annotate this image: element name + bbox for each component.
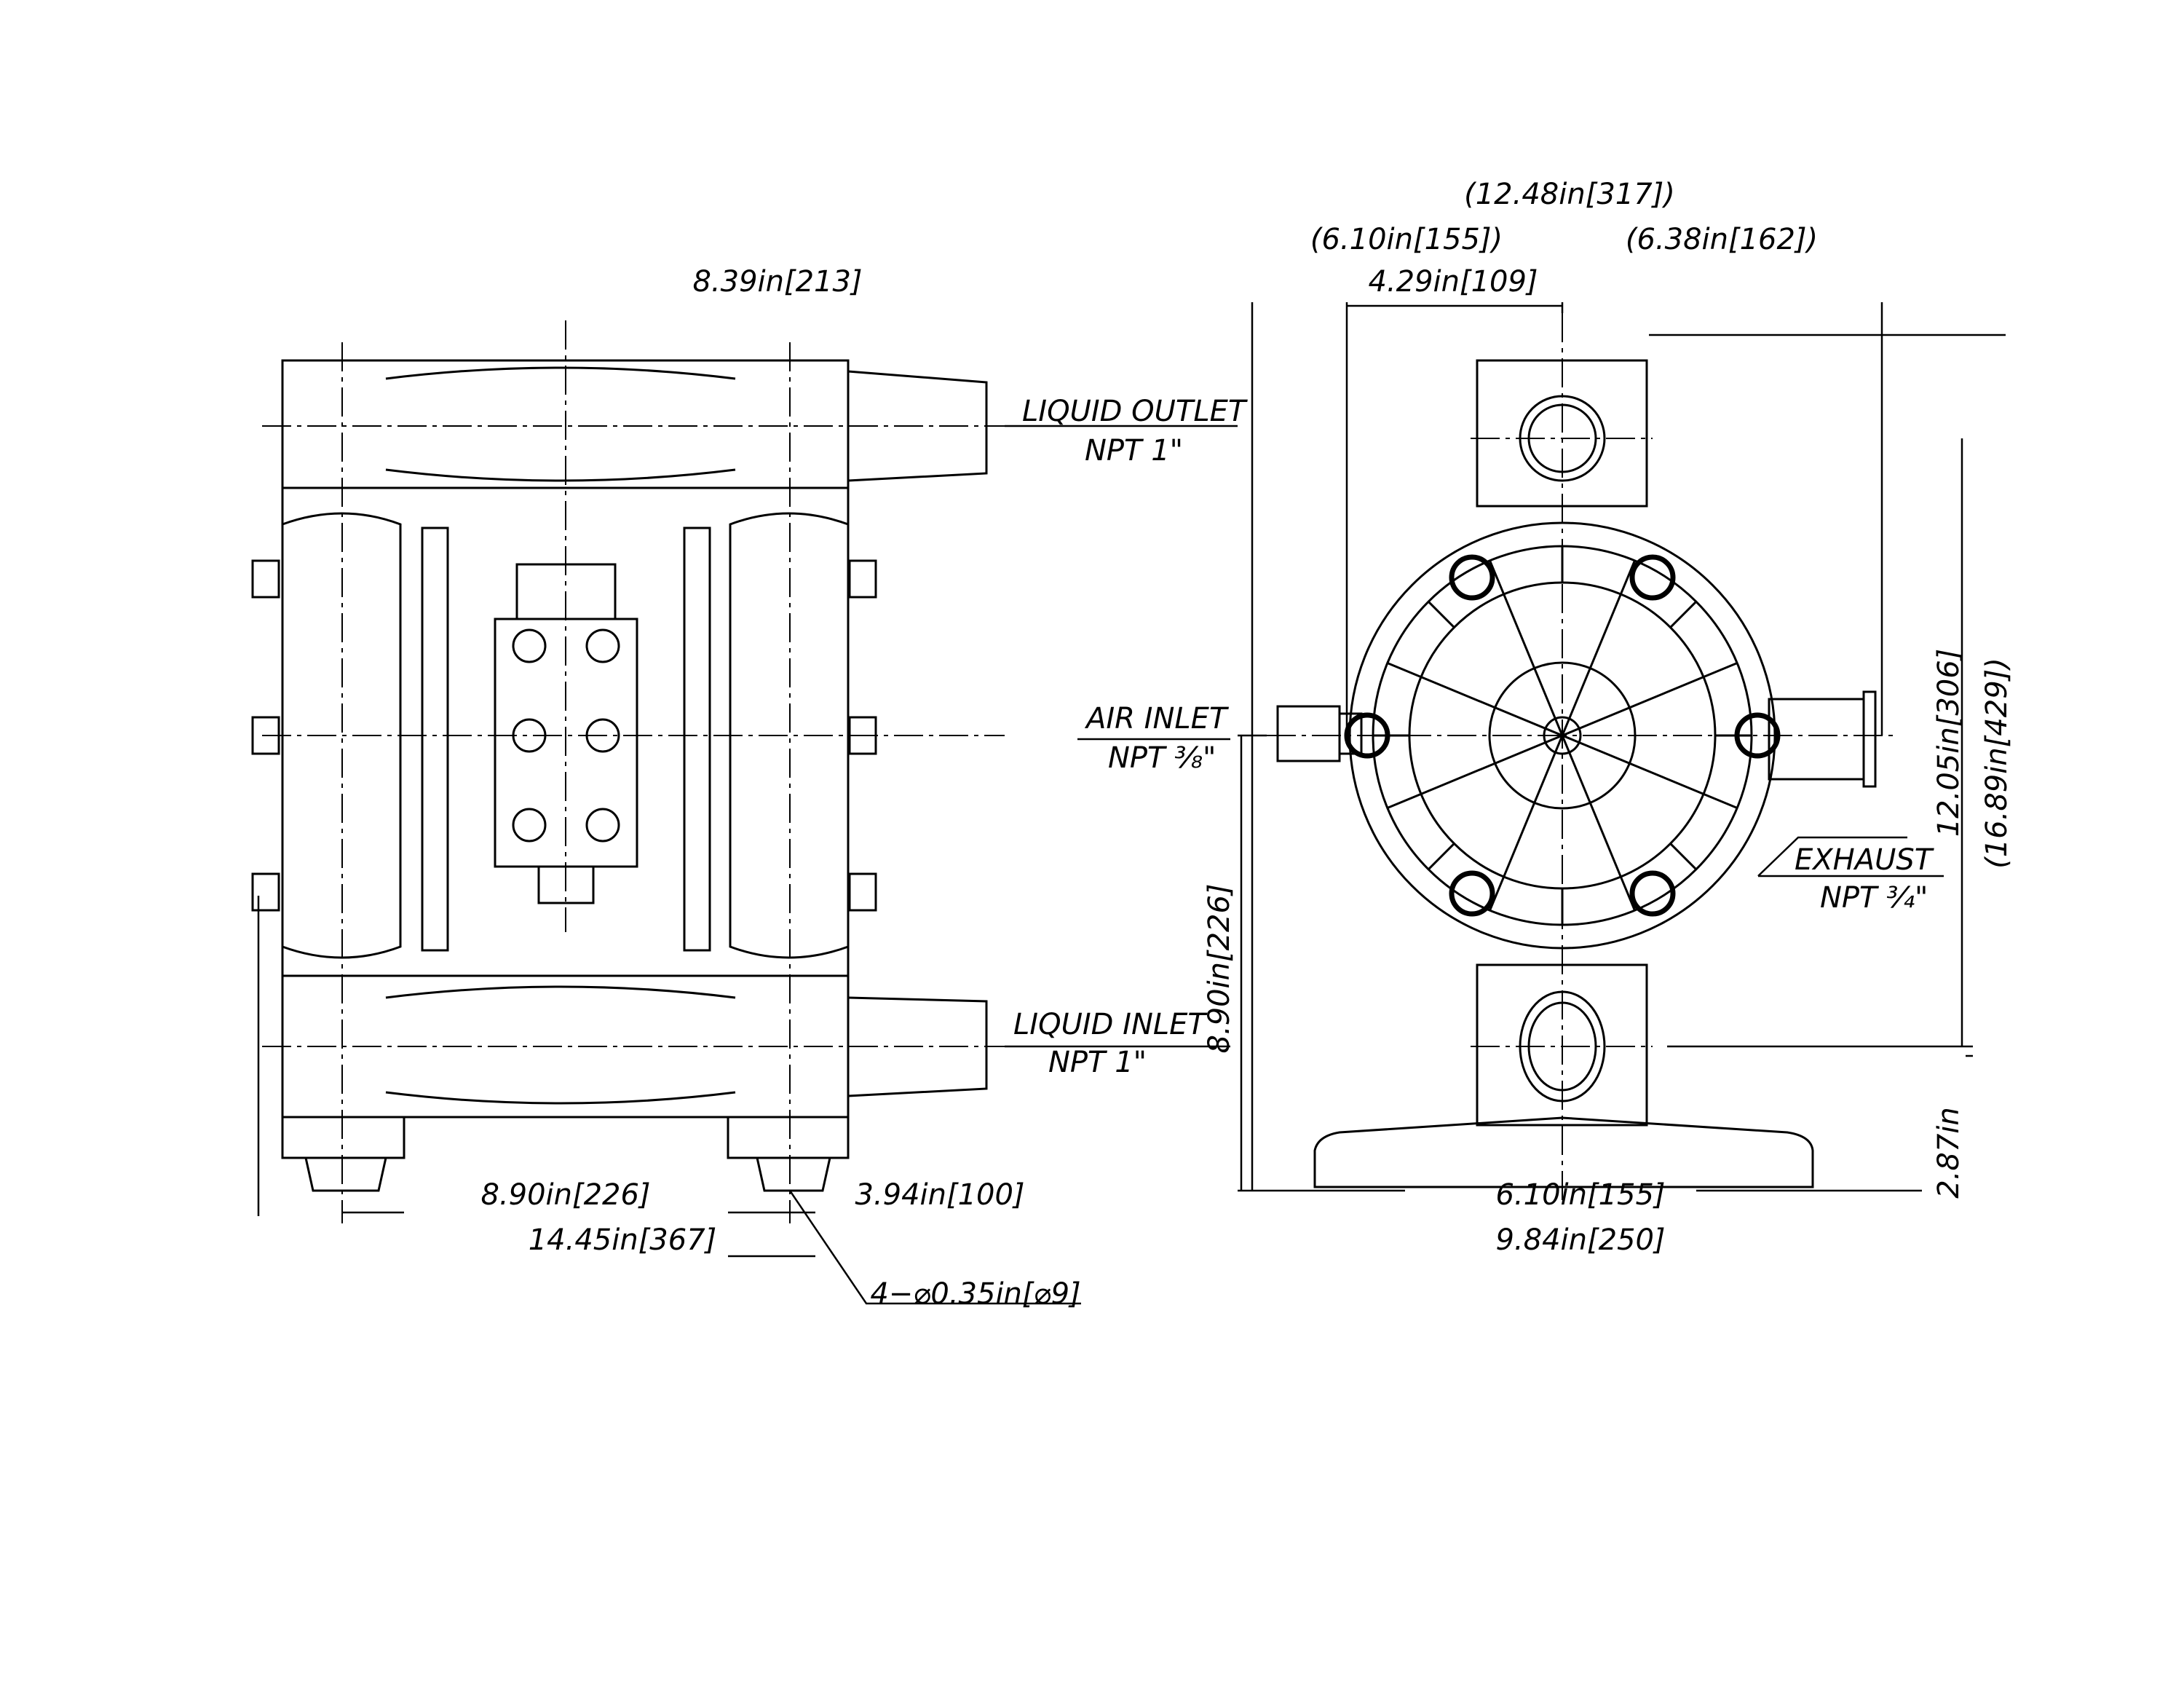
dim-foot-width: 3.94in[100] <box>855 1178 1024 1212</box>
dim-side-width: 8.39in[213] <box>692 265 862 299</box>
label-air-inlet: AIR INLET <box>1084 702 1230 735</box>
dim-right-width: (6.38in[162]) <box>1626 223 1818 256</box>
housing-rib <box>1387 792 1422 809</box>
valve-bolt <box>512 628 547 663</box>
valve-bolt <box>512 808 547 843</box>
label-air-inlet-size: NPT ⅜" <box>1108 741 1216 775</box>
chamber-bolt <box>848 559 877 599</box>
label-liquid-outlet: LIQUID OUTLET <box>1022 395 1249 428</box>
label-exhaust-size: NPT ¾" <box>1820 881 1928 915</box>
valve-bolt <box>585 628 620 663</box>
dim-mount-holes: 4−⌀0.35in[⌀9] <box>870 1277 1080 1311</box>
dim-foot-span: 8.90in[226] <box>480 1178 650 1212</box>
clamp-bolt <box>1629 554 1676 601</box>
label-exhaust: EXHAUST <box>1795 843 1935 877</box>
housing-rib <box>1619 876 1636 911</box>
dim-foot-spacing: 6.10in[155] <box>1495 1178 1665 1212</box>
clamp-bolt <box>1449 554 1495 601</box>
label-liquid-inlet-size: NPT 1" <box>1048 1046 1147 1079</box>
clamp-bolt <box>1449 870 1495 917</box>
outlet-port <box>847 370 988 482</box>
clamp-bolt <box>1629 870 1676 917</box>
housing-rib <box>1428 601 1455 628</box>
housing-rib <box>1669 601 1697 628</box>
dim-overall-height: (16.89in[429]) <box>1980 658 2014 869</box>
housing-rib <box>1703 662 1738 679</box>
dim-left-width: (6.10in[155]) <box>1310 223 1503 256</box>
dim-port-spacing: 12.05in[306] <box>1932 649 1966 837</box>
valve-bolt <box>585 808 620 843</box>
housing-rib <box>1489 560 1506 595</box>
side-top-manifold <box>281 359 850 489</box>
dim-base-width: 9.84in[250] <box>1495 1223 1665 1257</box>
housing-rib <box>1669 843 1697 870</box>
housing-rib <box>1428 843 1455 870</box>
dim-overall-width: (12.48in[317]) <box>1464 178 1675 211</box>
dim-air-inlet-height: 8.90in[226] <box>1203 883 1236 1053</box>
inlet-port <box>847 996 988 1097</box>
front-view <box>1005 302 2006 1202</box>
chamber-bolt <box>251 872 280 912</box>
base <box>1313 1116 1814 1188</box>
air-inlet-valve <box>1276 705 1341 762</box>
housing-rib <box>1387 662 1422 679</box>
dim-overall-depth: 14.45in[367] <box>529 1223 717 1257</box>
housing-rib <box>1703 792 1738 809</box>
label-liquid-outlet-size: NPT 1" <box>1085 434 1183 468</box>
side-view <box>251 320 1081 1305</box>
housing-rib <box>1489 876 1506 911</box>
exhaust-muffler <box>1768 698 1865 781</box>
label-liquid-inlet: LIQUID INLET <box>1013 1008 1208 1041</box>
chamber-bolt <box>251 559 280 599</box>
housing-rib <box>1619 560 1636 595</box>
dim-air-offset: 4.29in[109] <box>1368 265 1538 299</box>
dim-inlet-height: 2.87in <box>1932 1107 1966 1199</box>
chamber-bolt <box>848 872 877 912</box>
